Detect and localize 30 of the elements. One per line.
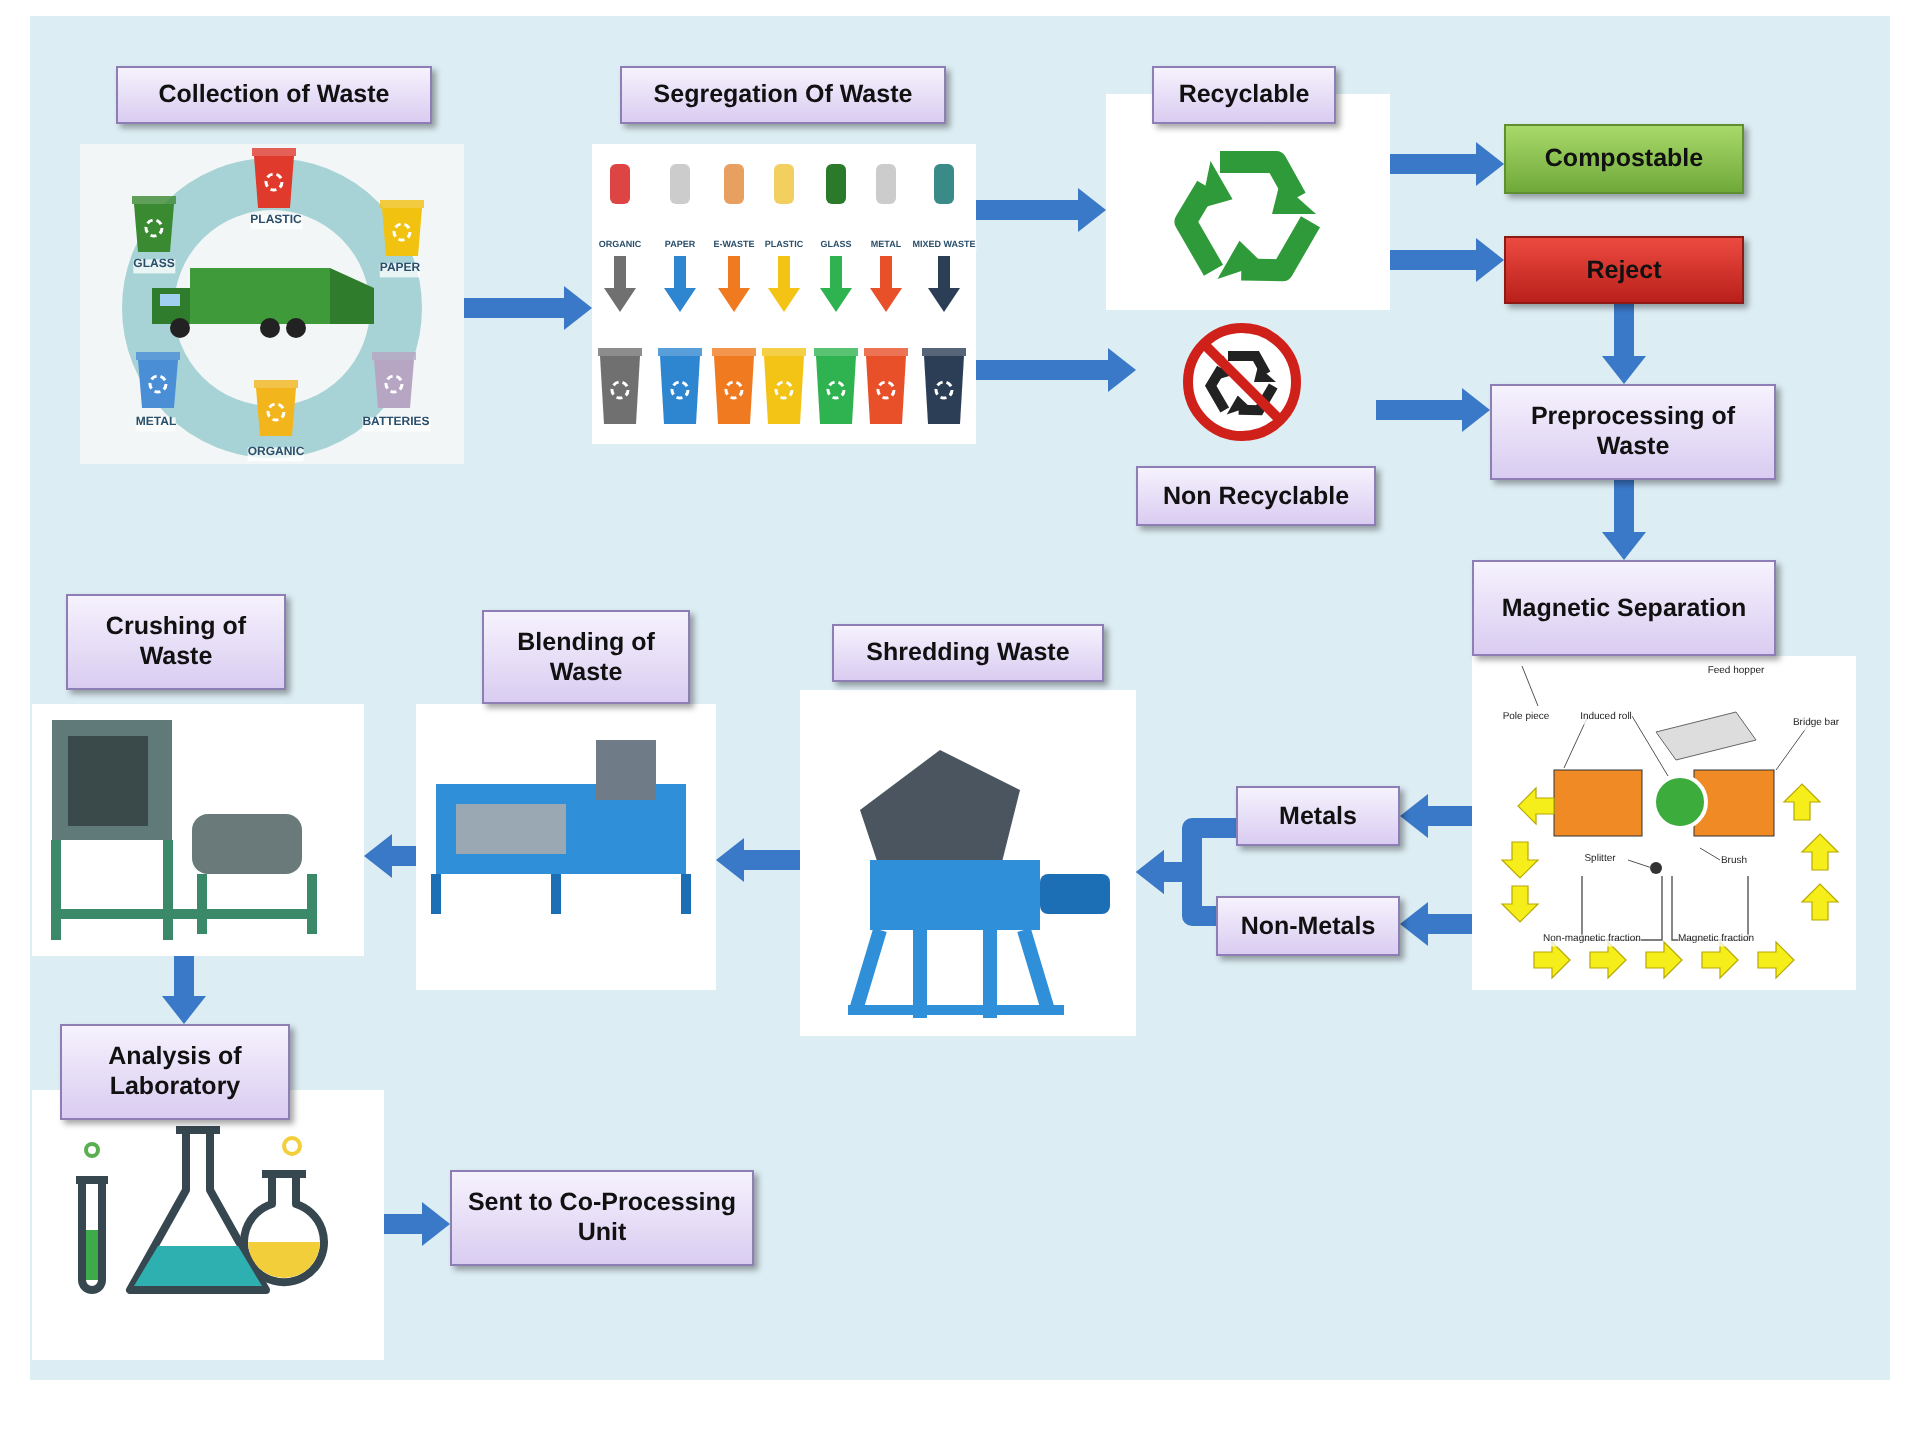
step-heading: Recyclable <box>1152 66 1336 124</box>
arrow <box>464 286 592 330</box>
step-heading: Non Recyclable <box>1136 466 1376 526</box>
step-heading: Collection of Waste <box>116 66 432 124</box>
step-heading: Analysis of Laboratory <box>60 1024 290 1120</box>
arrow <box>976 348 1136 392</box>
step-heading: Segregation Of Waste <box>620 66 946 124</box>
arrow <box>1400 902 1472 946</box>
process-box: Metals <box>1236 786 1400 846</box>
arrow <box>976 188 1106 232</box>
arrow <box>1602 304 1646 384</box>
step-heading: Magnetic Separation <box>1472 560 1776 656</box>
arrow <box>1390 238 1504 282</box>
arrow <box>364 834 416 878</box>
arrow <box>1136 850 1216 926</box>
arrow <box>1390 142 1504 186</box>
step-heading: Shredding Waste <box>832 624 1104 682</box>
process-box: Non-Metals <box>1216 896 1400 956</box>
process-box: Preprocessing of Waste <box>1490 384 1776 480</box>
step-heading: Blending of Waste <box>482 610 690 704</box>
arrow <box>1602 480 1646 560</box>
process-box: Sent to Co-Processing Unit <box>450 1170 754 1266</box>
arrow <box>384 1202 450 1246</box>
process-box: Reject <box>1504 236 1744 304</box>
arrow <box>1376 388 1490 432</box>
arrow <box>1400 794 1472 838</box>
arrow <box>162 956 206 1024</box>
process-box: Compostable <box>1504 124 1744 194</box>
step-heading: Crushing of Waste <box>66 594 286 690</box>
arrow <box>716 838 800 882</box>
